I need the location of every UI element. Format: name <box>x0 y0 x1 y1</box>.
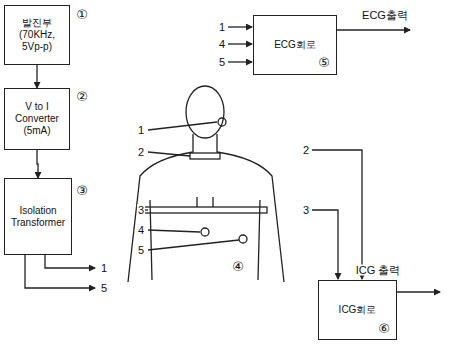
wire <box>312 150 362 279</box>
electrode-number: 1 <box>137 125 145 136</box>
chest-marks <box>197 197 213 207</box>
callout-number: ⑥ <box>377 322 391 335</box>
box-text: (5mA) <box>23 125 50 137</box>
electrode-number: 5 <box>137 245 145 256</box>
connector-arrow <box>37 150 38 178</box>
electrode-number: 1 <box>218 22 226 33</box>
process-box: 발진부(70KHz, 5Vp-p) <box>4 5 70 65</box>
process-box: V to I Converter(5mA) <box>4 88 70 150</box>
signal-name: ICG 출력 <box>355 265 402 276</box>
box-text: V to I Converter <box>8 101 66 125</box>
wire <box>45 255 95 268</box>
box-text: ECG회로 <box>274 39 316 51</box>
callout-number: ① <box>75 8 89 21</box>
electrode-number: 5 <box>100 283 108 294</box>
box-text: ICG회로 <box>339 304 377 316</box>
left-body <box>128 134 193 282</box>
box-text: Isolation Transformer <box>8 205 68 229</box>
right-body <box>217 134 284 282</box>
wire <box>397 291 440 292</box>
electrode-number: 4 <box>218 39 226 50</box>
callout-number: ⑤ <box>317 56 331 69</box>
wire <box>337 29 410 30</box>
torso <box>150 200 260 280</box>
wire <box>25 255 95 288</box>
wire <box>228 26 252 27</box>
wire <box>228 43 252 44</box>
leader-line <box>148 152 190 156</box>
electrode-number: 5 <box>218 57 226 68</box>
electrode <box>239 235 247 243</box>
signal-name: ECG출력 <box>361 10 409 21</box>
box-text: 발진부 <box>22 17 52 29</box>
electrode <box>201 228 209 236</box>
callout-number: ③ <box>75 184 89 197</box>
box-text: (70KHz, 5Vp-p) <box>8 29 66 53</box>
electrode-number: 3 <box>137 205 145 216</box>
wire <box>228 61 252 62</box>
process-box: Isolation Transformer <box>4 178 72 255</box>
leader-line <box>148 240 239 250</box>
neck-band <box>190 153 220 159</box>
leader-line <box>148 122 217 130</box>
electrode-number: 3 <box>302 205 310 216</box>
ear-electrode <box>218 118 226 126</box>
callout-number: ② <box>75 90 89 103</box>
electrode-number: 4 <box>137 225 145 236</box>
electrode-number: 1 <box>100 263 108 274</box>
connector-arrow <box>36 65 37 88</box>
callout-number: ④ <box>231 260 245 273</box>
head <box>186 86 224 138</box>
wire <box>312 210 338 279</box>
electrode-number: 2 <box>137 147 145 158</box>
electrode-number: 2 <box>302 145 310 156</box>
leader-line <box>148 230 200 232</box>
chest-band <box>143 207 267 213</box>
